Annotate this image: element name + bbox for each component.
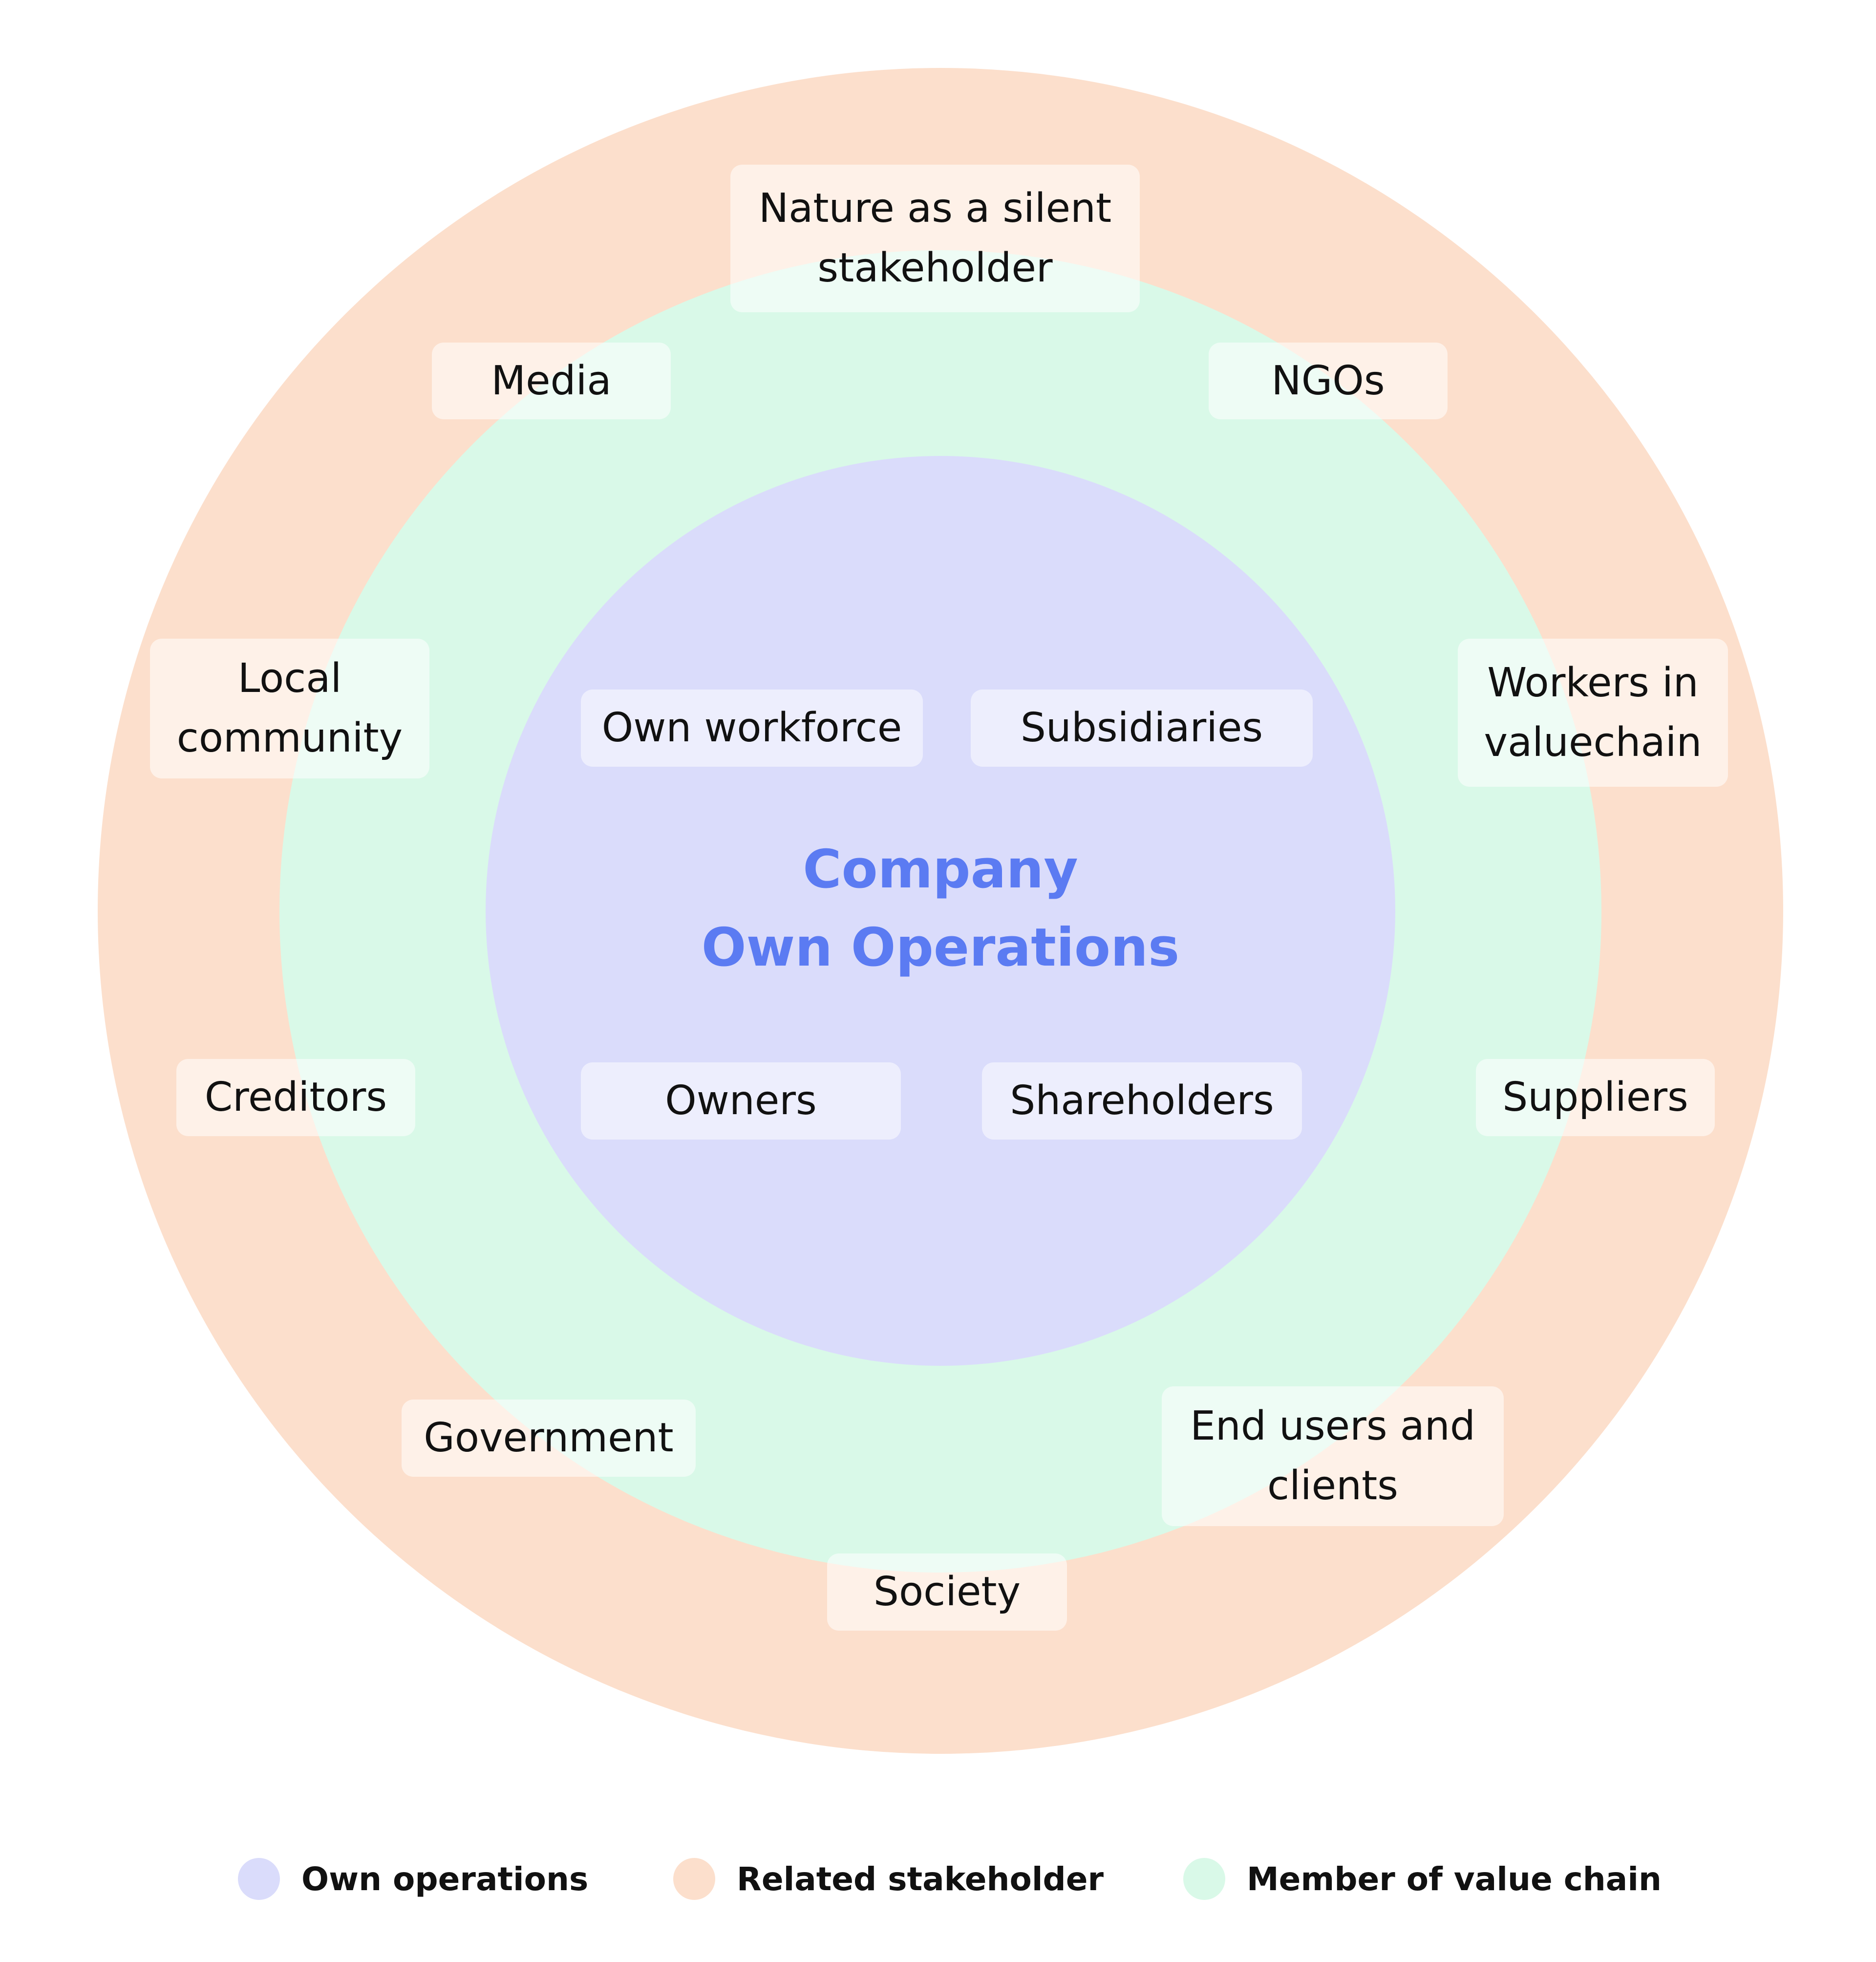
subsidiaries-tag: Subsidiaries — [971, 690, 1313, 767]
legend-dot-value-chain — [1183, 1858, 1225, 1900]
legend-label-own-operations: Own operations — [301, 1860, 589, 1898]
legend-dot-own-operations — [238, 1858, 280, 1900]
legend-label-related-stakeholder: Related stakeholder — [737, 1860, 1104, 1898]
center-title-line2: Own Operations — [701, 917, 1180, 978]
legend-item-related-stakeholder: Related stakeholder — [673, 1852, 1104, 1906]
owners-tag: Owners — [581, 1062, 901, 1140]
media-tag: Media — [432, 343, 671, 419]
legend: Own operations Related stakeholder Membe… — [0, 1852, 1876, 1906]
workers-in-valuechain-tag: Workers in valuechain — [1458, 639, 1728, 787]
legend-item-own-operations: Own operations — [238, 1852, 588, 1906]
center-title-line1: Company — [803, 839, 1078, 900]
own-operations-circle — [486, 456, 1395, 1366]
nature-tag: Nature as a silent stakeholder — [730, 165, 1140, 312]
legend-dot-related-stakeholder — [673, 1858, 715, 1900]
creditors-tag: Creditors — [176, 1059, 415, 1136]
own-workforce-tag: Own workforce — [581, 690, 923, 767]
shareholders-tag: Shareholders — [982, 1062, 1302, 1140]
local-community-tag: Local community — [150, 639, 429, 778]
center-title: Company Own Operations — [586, 831, 1295, 987]
legend-item-value-chain: Member of value chain — [1183, 1852, 1662, 1906]
suppliers-tag: Suppliers — [1476, 1059, 1715, 1136]
society-tag: Society — [827, 1553, 1067, 1631]
legend-label-value-chain: Member of value chain — [1247, 1860, 1662, 1898]
end-users-and-clients-tag: End users and clients — [1162, 1386, 1504, 1526]
government-tag: Government — [402, 1400, 696, 1477]
ngos-tag: NGOs — [1209, 343, 1448, 419]
